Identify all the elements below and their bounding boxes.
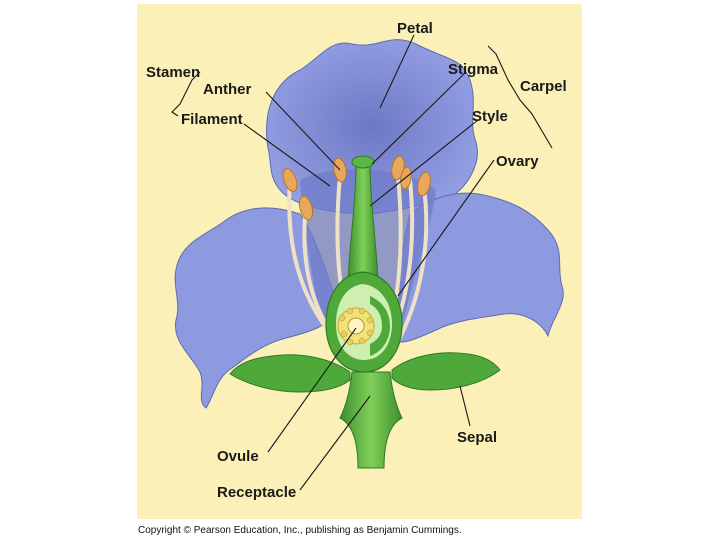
leader-lines	[243, 34, 495, 491]
anther	[298, 195, 314, 221]
ovary-wall	[370, 296, 390, 356]
stigma	[351, 155, 375, 169]
stamen-bracket	[171, 71, 201, 117]
carpel-bracket	[487, 45, 553, 149]
label-style: Style	[472, 108, 508, 125]
label-ovary: Ovary	[496, 153, 539, 170]
label-filament: Filament	[181, 111, 243, 128]
label-receptacle: Receptacle	[217, 484, 296, 501]
ovule-cells	[338, 307, 374, 346]
label-ovule: Ovule	[217, 448, 259, 465]
label-stamen: Stamen	[146, 64, 200, 81]
left-sepal	[229, 354, 351, 393]
label-sepal: Sepal	[457, 429, 497, 446]
petals	[174, 39, 564, 409]
anther	[417, 171, 431, 197]
anther	[282, 168, 298, 192]
label-stigma: Stigma	[448, 61, 499, 78]
copyright-text: Copyright © Pearson Education, Inc., pub…	[138, 525, 462, 536]
sepals	[229, 352, 501, 393]
carpel	[325, 155, 403, 373]
label-petal: Petal	[397, 20, 433, 37]
label-carpel: Carpel	[520, 78, 567, 95]
label-anther: Anther	[203, 81, 251, 98]
right-sepal	[391, 352, 501, 391]
ovule-inner	[347, 317, 365, 335]
stem	[339, 371, 403, 469]
